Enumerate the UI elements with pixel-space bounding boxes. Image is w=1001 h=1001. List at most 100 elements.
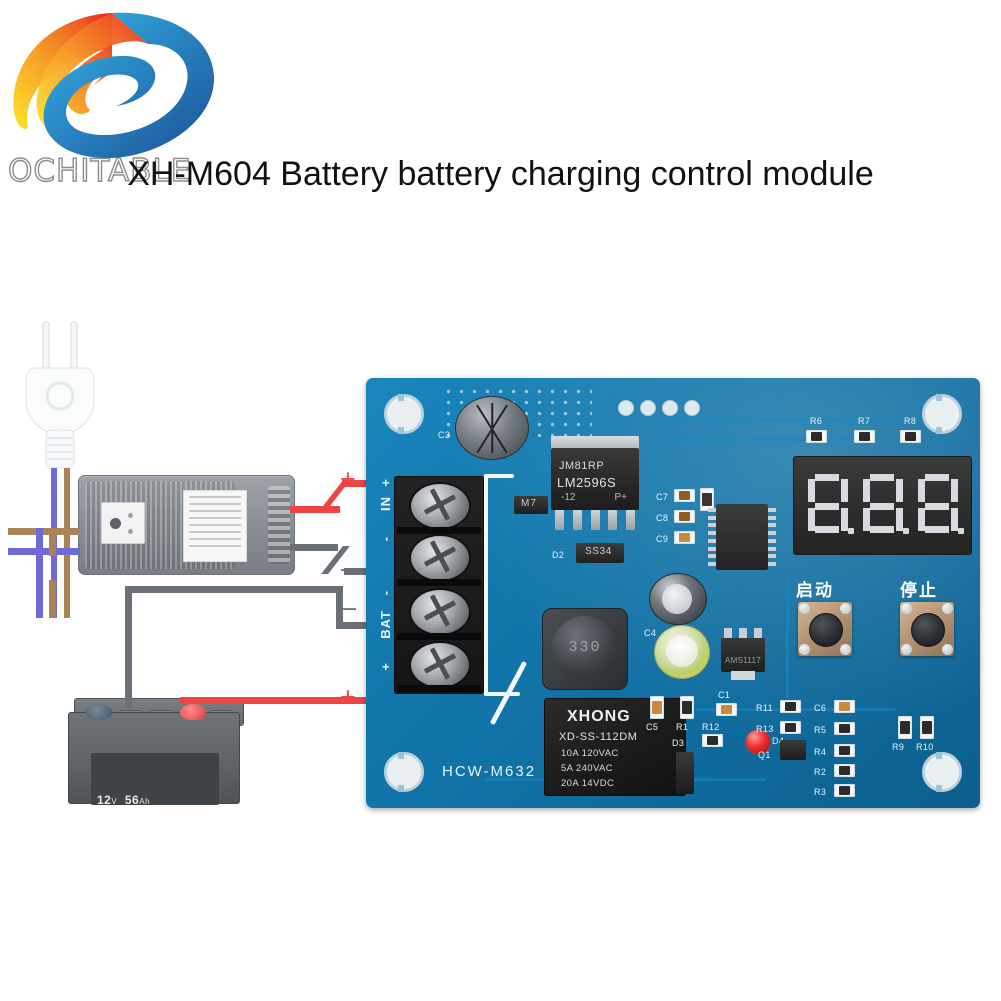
component-r11: [780, 700, 801, 713]
component-r2: [834, 764, 855, 777]
test-pad-1: [618, 400, 634, 416]
battery-positive-wire: [180, 697, 376, 704]
terminal-label-in-plus: +: [378, 478, 393, 487]
stop-button-label: 停止: [900, 581, 938, 601]
mounting-hole-bottom-left: [384, 752, 424, 792]
diode-ss34-marking: SS34: [585, 546, 612, 557]
terminal-screw-bat-plus[interactable]: [409, 641, 471, 689]
diode-d3: [676, 752, 694, 794]
component-c7: [674, 489, 695, 502]
terminal-label-in: IN: [378, 496, 393, 511]
component-c8: [674, 510, 695, 523]
component-r5: [834, 722, 855, 735]
mounting-hole-top-left: [384, 394, 424, 434]
terminal-screw-in-minus[interactable]: [409, 534, 471, 582]
component-r6: [806, 430, 827, 443]
adapter-port: [101, 502, 145, 544]
component-c6: [834, 700, 855, 713]
car-battery: 12V 56Ah: [68, 690, 248, 807]
silk-c5: C5: [646, 722, 659, 732]
component-r3: [834, 784, 855, 797]
silk-d4: D4: [772, 736, 785, 746]
silk-r8: R8: [904, 416, 917, 426]
lm2596s-regulator: JM81RP LM2596S -12 P+: [551, 436, 639, 530]
component-c5: [650, 696, 664, 719]
adapter-out-positive-a: [290, 506, 340, 513]
label-bat-minus: –: [341, 592, 357, 622]
display-digit-2: [862, 473, 909, 538]
component-unmarked-1: [700, 488, 714, 511]
component-r13: [780, 721, 801, 734]
start-button[interactable]: [798, 602, 852, 656]
lm2596-line2: LM2596S: [557, 475, 617, 490]
component-r7: [854, 430, 875, 443]
adapter-out-negative-a: [290, 544, 338, 551]
label-in-minus: –: [341, 553, 357, 583]
screw-terminal-block[interactable]: [394, 476, 484, 694]
battery-spec: 12V 56Ah: [97, 793, 150, 807]
battery-negative-wire-drop: [336, 586, 343, 628]
component-r1: [680, 696, 694, 719]
component-r9: [898, 716, 912, 739]
battery-negative-post: [86, 704, 112, 720]
relay-rating-2: 5A 240VAC: [561, 763, 614, 774]
battery-voltage: 12: [97, 793, 112, 807]
component-c9: [674, 531, 695, 544]
component-c1: [716, 703, 737, 716]
silk-d2: D2: [552, 550, 565, 560]
battery-negative-wire-horiz: [125, 586, 340, 593]
adapter-out-negative-b: [344, 568, 376, 575]
silk-q1: Q1: [758, 750, 771, 760]
overlay-wire-bottom: [484, 692, 520, 696]
overlay-wire-top: [484, 474, 514, 478]
terminal-screw-in-plus[interactable]: [409, 482, 471, 530]
silk-r12: R12: [702, 722, 720, 732]
watermark-text: OCHITABLE: [7, 152, 192, 189]
test-pad-3: [662, 400, 678, 416]
battery-capacity: 56: [124, 793, 140, 807]
adapter-in-neutral: [8, 548, 80, 555]
battery-body: 12V 56Ah: [68, 712, 240, 807]
inductor-marking: 330: [568, 639, 602, 656]
terminal-label-bat-plus: +: [378, 662, 393, 671]
plug-neutral-wire: [36, 580, 43, 618]
battery-negative-wire-vert: [125, 586, 132, 708]
terminal-screw-bat-minus[interactable]: [409, 588, 471, 636]
silk-r2: R2: [814, 767, 827, 777]
start-button-label: 启动: [796, 581, 834, 601]
silk-d3: D3: [672, 738, 685, 748]
swirl-logo-icon: [13, 12, 215, 159]
silk-r10: R10: [916, 742, 934, 752]
adapter-vents: [268, 486, 290, 564]
label-in-plus: +: [340, 464, 356, 494]
component-r8: [900, 430, 921, 443]
adapter-live-run: [49, 528, 56, 556]
relay-rating-3: 20A 14VDC: [561, 778, 615, 789]
battery-negative-to-bat: [336, 622, 376, 629]
pcb-board: C3 JM81RP LM2596S -12 P+ M7 D2 SS34 C7 C…: [366, 378, 980, 808]
status-led-d4: [746, 730, 770, 754]
adapter-out-positive-b: [342, 480, 376, 487]
diode-m7: M7: [514, 496, 548, 514]
battery-positive-post: [180, 704, 206, 720]
ams1117-marking: AMS1117: [724, 656, 762, 665]
capacitor-yellow: [654, 625, 710, 679]
component-r4: [834, 744, 855, 757]
page-title: XH-M604 Battery battery charging control…: [127, 155, 874, 193]
mounting-hole-top-right: [922, 394, 962, 434]
stop-button[interactable]: [900, 602, 954, 656]
battery-voltage-unit: V: [111, 797, 118, 806]
lm2596-line4: P+: [614, 492, 627, 503]
silk-r5: R5: [814, 725, 827, 735]
adapter-label: [183, 490, 247, 562]
terminal-label-bat-minus: -: [378, 590, 393, 596]
silk-r11: R11: [756, 703, 774, 713]
silk-c4: C4: [644, 628, 657, 638]
component-q1: [780, 740, 806, 760]
lm2596-line3: -12: [561, 492, 576, 503]
silk-r6: R6: [810, 416, 823, 426]
power-adapter: [78, 475, 295, 575]
mounting-hole-bottom-right: [922, 752, 962, 792]
ams1117-regulator: AMS1117: [721, 628, 765, 680]
silk-r9: R9: [892, 742, 905, 752]
